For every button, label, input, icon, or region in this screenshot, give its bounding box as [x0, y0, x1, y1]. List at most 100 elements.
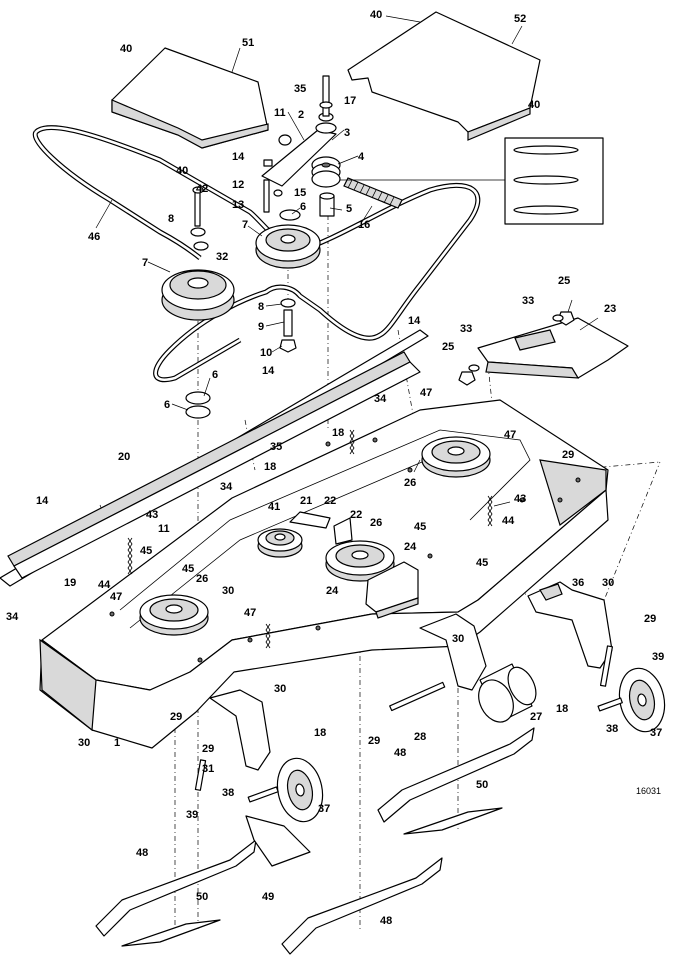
callout-19: 19 — [64, 577, 76, 589]
pulley-spindle-hardware — [185, 298, 297, 419]
callout-26b: 26 — [370, 517, 382, 529]
callout-47a: 47 — [420, 387, 432, 399]
callout-43b: 43 — [146, 509, 158, 521]
callout-40a: 40 — [120, 43, 132, 55]
callout-35a: 35 — [294, 83, 306, 95]
idler-pulley-upper — [255, 224, 321, 269]
callout-30a: 30 — [602, 577, 614, 589]
callout-51: 51 — [242, 37, 254, 49]
callout-29c: 29 — [170, 711, 182, 723]
callout-35b: 35 — [270, 441, 282, 453]
blade-stiffener-right — [403, 807, 503, 835]
callout-37a: 37 — [650, 727, 662, 739]
callout-6a: 6 — [300, 201, 306, 213]
blade-adapter — [245, 815, 311, 867]
callout-2: 2 — [298, 109, 304, 121]
callout-34c: 34 — [6, 611, 19, 623]
callout-38b: 38 — [222, 787, 234, 799]
callout-22a: 22 — [324, 495, 336, 507]
mower-blade-left — [95, 839, 257, 937]
callout-47b: 47 — [504, 429, 516, 441]
spindle-pulley-right — [421, 436, 491, 478]
deck-idler-arm — [289, 511, 353, 545]
callout-25a: 25 — [558, 275, 570, 287]
rear-baffle — [0, 329, 429, 587]
callout-24b: 24 — [326, 585, 339, 597]
callout-10: 10 — [260, 347, 272, 359]
callout-52: 52 — [514, 13, 526, 25]
callout-38a: 38 — [606, 723, 618, 735]
callout-42: 42 — [196, 183, 208, 195]
callout-17: 17 — [344, 95, 356, 107]
callout-50b: 50 — [196, 891, 208, 903]
callout-30b: 30 — [222, 585, 234, 597]
callout-50a: 50 — [476, 779, 488, 791]
callout-36: 36 — [572, 577, 584, 589]
callout-29b: 29 — [644, 613, 656, 625]
callout-30d: 30 — [274, 683, 286, 695]
callout-27: 27 — [530, 711, 542, 723]
callout-49: 49 — [262, 891, 274, 903]
right-belt-cover — [347, 11, 541, 141]
callout-30c: 30 — [452, 633, 464, 645]
callout-48b: 48 — [136, 847, 148, 859]
callout-43a: 43 — [514, 493, 526, 505]
callout-39a: 39 — [652, 651, 664, 663]
callout-39b: 39 — [186, 809, 198, 821]
callout-8b: 8 — [258, 301, 264, 313]
callout-48a: 48 — [394, 747, 406, 759]
callout-6b: 6 — [212, 369, 218, 381]
callout-37b: 37 — [318, 803, 330, 815]
mower-blade-center — [281, 857, 443, 955]
callout-14b: 14 — [408, 315, 421, 327]
callout-8a: 8 — [168, 213, 174, 225]
spindle-pulley-center — [325, 540, 395, 582]
callout-44a: 44 — [502, 515, 515, 527]
callout-leaders — [95, 15, 599, 507]
callout-29d: 29 — [368, 735, 380, 747]
callout-18c: 18 — [556, 703, 568, 715]
callout-47c: 47 — [110, 591, 122, 603]
callout-25b: 25 — [442, 341, 454, 353]
deck-chain-left — [127, 537, 133, 575]
callout-13: 13 — [232, 199, 244, 211]
callout-29e: 29 — [202, 743, 214, 755]
mounting-bracket — [458, 311, 629, 386]
callout-16: 16 — [358, 219, 370, 231]
callout-22b: 22 — [350, 509, 362, 521]
callout-24a: 24 — [404, 541, 417, 553]
left-belt-cover — [111, 47, 269, 149]
deck-chain-rear — [349, 429, 355, 455]
callout-40b: 40 — [370, 9, 382, 21]
callout-7a: 7 — [242, 219, 248, 231]
front-gauge-wheel-bracket-left — [209, 689, 271, 771]
anti-scalp-roller — [478, 663, 537, 723]
callout-18b: 18 — [264, 461, 276, 473]
front-gauge-wheel-bracket-mid — [419, 613, 487, 691]
callout-4: 4 — [358, 151, 365, 163]
callout-31: 31 — [202, 763, 214, 775]
callout-46: 46 — [88, 231, 100, 243]
callout-26a: 26 — [404, 477, 416, 489]
callout-3: 3 — [344, 127, 350, 139]
callout-40d: 40 — [176, 165, 188, 177]
double-pulley-left — [161, 269, 235, 321]
callout-9: 9 — [258, 321, 264, 333]
callout-47d: 47 — [244, 607, 256, 619]
mower-blade-right — [377, 727, 535, 823]
callout-34a: 34 — [374, 393, 387, 405]
callout-29a: 29 — [562, 449, 574, 461]
callout-fig: 16031 — [636, 786, 661, 796]
callout-14a: 14 — [232, 151, 245, 163]
callout-20: 20 — [118, 451, 130, 463]
callout-45c: 45 — [476, 557, 488, 569]
deck-chain-center — [265, 623, 271, 649]
callout-numbers: 51 52 40 40 40 40 35 17 11 2 3 4 14 12 1… — [6, 9, 664, 927]
gauge-wheel-right — [618, 667, 666, 733]
callout-30e: 30 — [78, 737, 90, 749]
callout-18d: 18 — [314, 727, 326, 739]
callout-45d: 45 — [182, 563, 194, 575]
callout-33a: 33 — [522, 295, 534, 307]
